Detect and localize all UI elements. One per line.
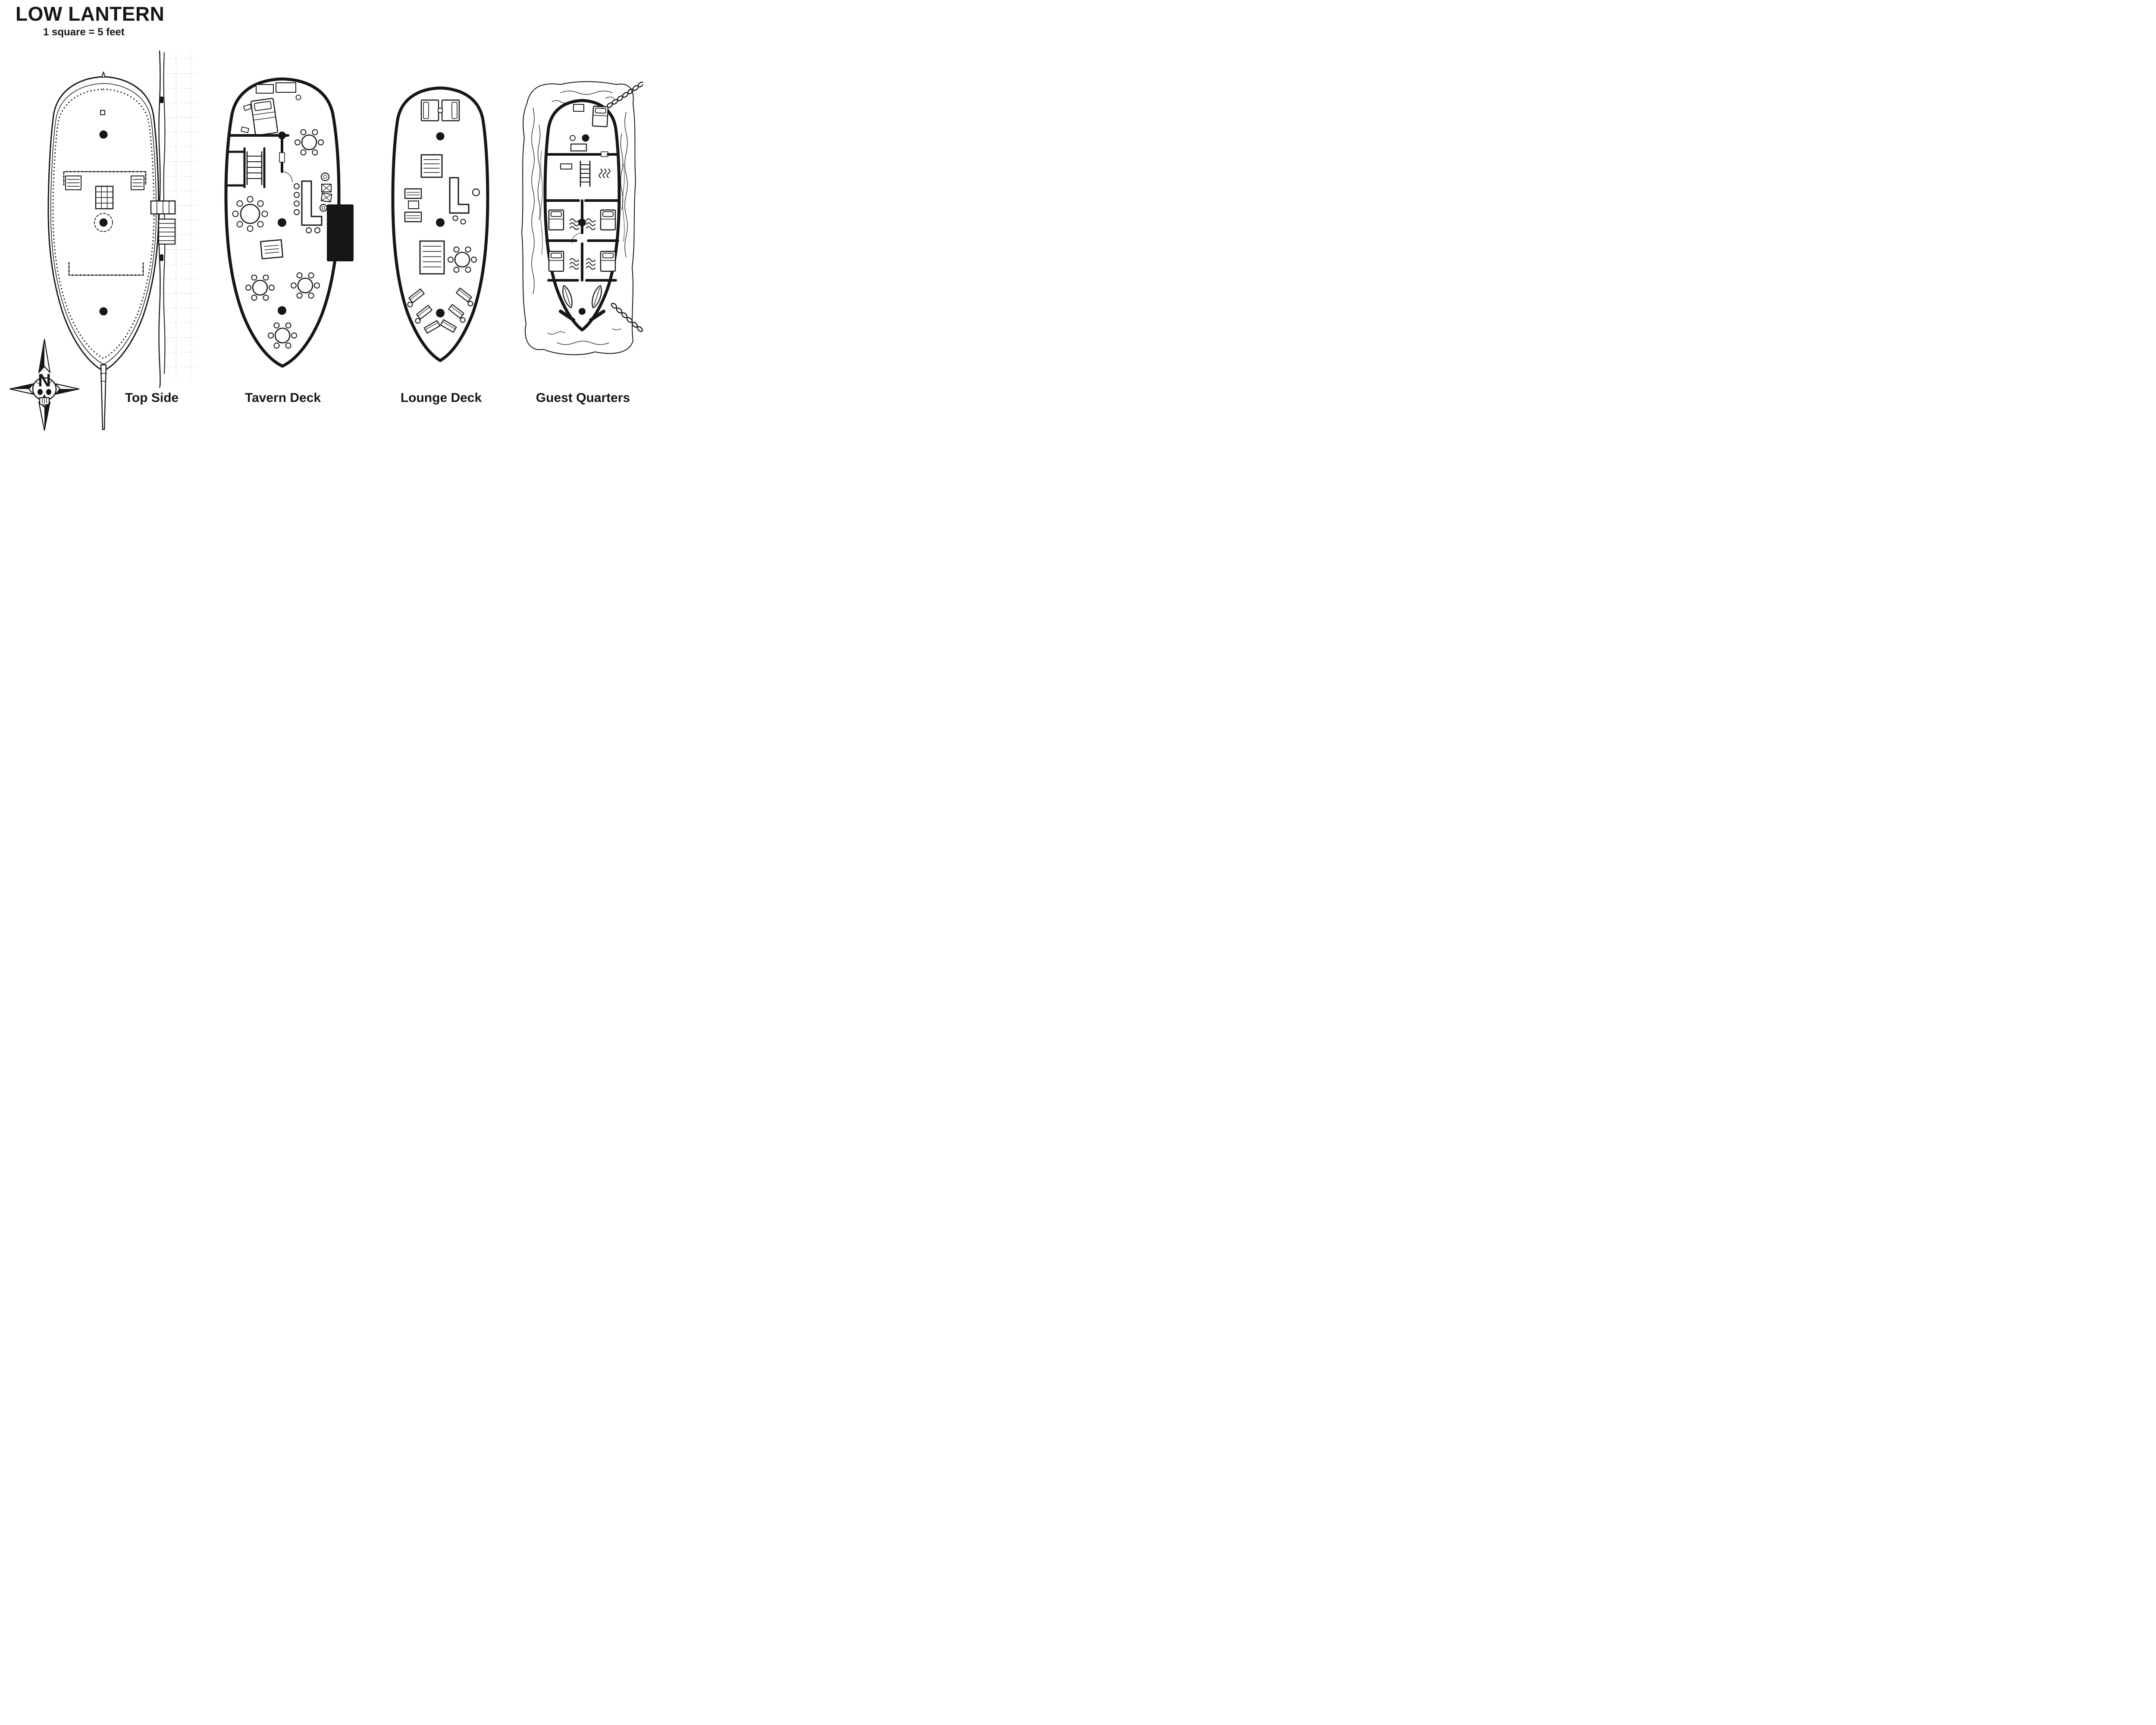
cabin-bed — [250, 97, 279, 136]
lounge-benches — [407, 287, 473, 334]
mast-ring-dashed — [94, 213, 113, 232]
tavern-bar — [294, 180, 323, 233]
dock — [158, 50, 197, 388]
guest-map — [543, 99, 621, 332]
guest-stairs — [580, 160, 591, 187]
bowsprit — [100, 364, 107, 430]
topside-bulwark-line — [50, 83, 157, 365]
map-title: LOW LANTERN — [16, 3, 164, 25]
topside-railing-dots — [52, 88, 155, 359]
lounge-counter — [449, 177, 480, 225]
anchor-chain-bottom — [610, 301, 643, 333]
tavern-stairs — [246, 151, 263, 185]
guest-bench — [560, 163, 572, 169]
compass-rose: N — [9, 339, 80, 431]
tavern-cabin-furniture — [241, 82, 301, 136]
main-hatch-grate — [95, 185, 114, 210]
guest-hull — [543, 99, 621, 332]
deck-label-guest-quarters: Guest Quarters — [536, 391, 630, 405]
square-table — [260, 239, 283, 260]
water — [521, 81, 643, 355]
tavern-barrels-crates — [319, 172, 332, 212]
deck-label-top-side: Top Side — [125, 391, 179, 405]
lounge-masts — [436, 132, 445, 317]
tavern-masts — [278, 132, 286, 315]
tavern-hull — [224, 77, 341, 368]
topside-masts — [99, 130, 108, 316]
quarterdeck-rail — [63, 171, 147, 190]
tavern-map — [224, 77, 354, 368]
lounge-sofas — [404, 154, 445, 275]
deck-label-tavern-deck: Tavern Deck — [245, 391, 321, 405]
dock-stairs — [158, 218, 176, 245]
tavern-pier-stub — [327, 204, 354, 261]
compass-north-label: N — [38, 370, 51, 390]
tavern-tables — [232, 129, 324, 349]
deck-fitting — [100, 110, 105, 115]
scale-note: 1 square = 5 feet — [43, 26, 125, 38]
guest-walls — [545, 151, 620, 282]
deck-labels: Top Side Tavern Deck Lounge Deck Guest Q… — [125, 391, 630, 405]
deck-label-lounge-deck: Lounge Deck — [401, 391, 482, 405]
guest-cabin-furniture — [570, 104, 609, 152]
dock-cleat — [160, 254, 163, 261]
dock-cleat — [160, 97, 163, 103]
topside-map — [47, 72, 176, 430]
lounge-map — [391, 86, 489, 362]
water-blob — [521, 81, 636, 355]
compass-points — [9, 339, 80, 431]
deckplan-svg: LOW LANTERN 1 square = 5 feet — [9, 3, 643, 431]
gangplank — [150, 200, 176, 215]
anchor-chain-top — [605, 81, 643, 109]
foredeck-rail — [68, 262, 144, 276]
stern-ornament — [101, 72, 106, 78]
guest-bow-hold — [559, 284, 605, 322]
ship-deckplan-page: LOW LANTERN 1 square = 5 feet — [0, 0, 643, 431]
lounge-beds — [420, 99, 460, 122]
dock-planks — [164, 52, 197, 380]
lounge-hull — [391, 86, 489, 362]
guest-masts — [578, 134, 589, 315]
water-ripples — [531, 91, 628, 345]
skull-icon — [32, 377, 57, 406]
